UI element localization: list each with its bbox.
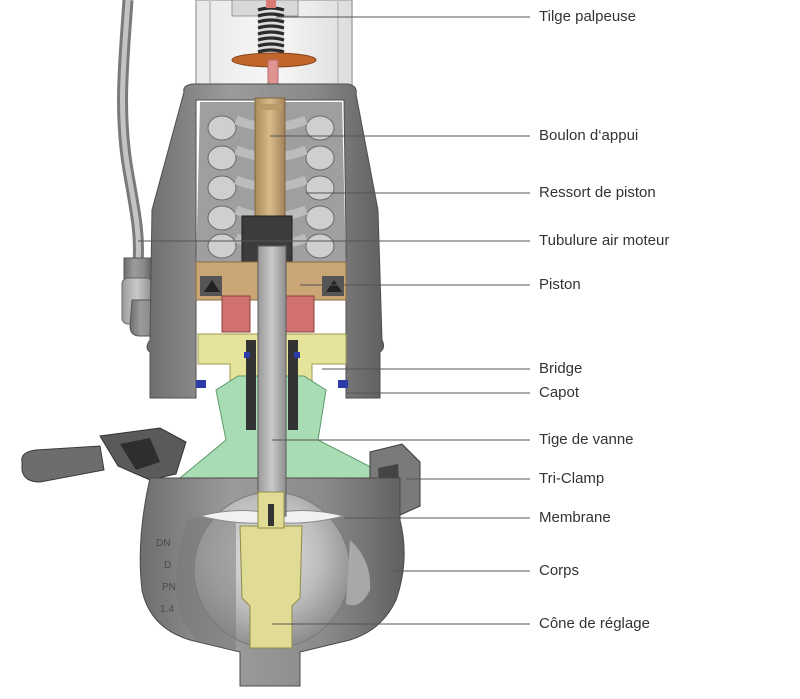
red-seal-right [285,295,315,333]
leader-lines [138,16,530,625]
label-membrane: Membrane [539,509,611,526]
blue-seal-left [196,380,206,388]
body-marking-line-3: PN [162,582,176,593]
piston-spring [207,115,335,259]
support-bolt [254,97,286,223]
tri-clamp-ring [21,427,421,517]
indicator-spring [257,0,285,56]
label-corps: Corps [539,562,580,579]
body-marking-line-1: DN [156,538,170,549]
body-marking: DN D PN 1.4 [156,538,176,615]
label-ressort-de-piston: Ressort de piston [539,184,656,201]
label-tige-de-vanne: Tige de vanne [539,431,634,448]
label-tri-clamp: Tri-Clamp [539,470,605,487]
label-tubulure-air-moteur: Tubulure air moteur [539,232,670,249]
label-cone-de-reglage: Cône de réglage [539,615,650,632]
label-capot: Capot [539,384,580,401]
label-piston: Piston [539,276,581,293]
body-marking-line-2: D [164,560,171,571]
label-boulon-dappui: Boulon d‘appui [539,127,639,144]
label-tilge-palpeuse: Tilge palpeuse [539,8,637,25]
blue-seal-right [338,380,348,388]
red-seal-left [221,295,251,333]
body-marking-line-4: 1.4 [160,604,174,615]
adjusting-cone [239,491,303,649]
label-bridge: Bridge [539,360,583,377]
